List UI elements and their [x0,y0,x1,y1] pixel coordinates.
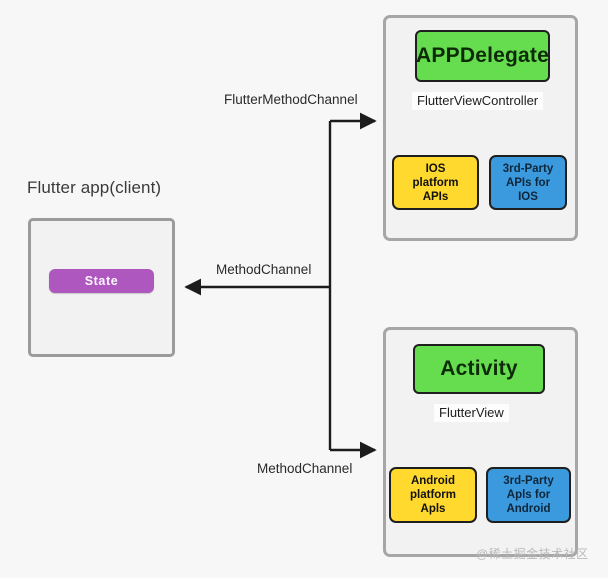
android-platform-apis-line-2: platform [410,489,456,501]
ios-third-party-line-3: IOS [518,190,538,203]
label-method-channel-top: MethodChannel [216,262,312,277]
ios-third-party-line-1: 3rd-Party [502,162,554,175]
android-middle-label: FlutterView [434,404,509,422]
android-entry-box: Activity [413,344,545,394]
watermark: @稀土掘金技术社区 [476,547,589,561]
android-platform-apis-line-1: Android [410,475,456,487]
ios-third-party-apis-box: 3rd-Party APIs for IOS [489,155,567,210]
ios-middle-label: FlutterViewController [412,92,544,110]
state-chip: State [49,269,154,293]
ios-platform-apis-line-1: IOS [425,162,446,175]
ios-platform-apis-box: IOS platform APIs [392,155,479,210]
ios-platform-apis-line-3: APIs [422,190,449,203]
android-third-party-apis-box: 3rd-Party Apls for Android [486,467,571,523]
android-platform-apis-box: Android platform Apls [389,467,477,523]
android-third-party-line-3: Android [506,503,551,515]
android-platform-apis-line-3: Apls [420,503,446,515]
android-third-party-line-1: 3rd-Party [503,475,554,487]
label-method-channel-bottom: MethodChannel [257,461,353,476]
android-third-party-line-2: Apls for [506,489,551,501]
ios-platform-apis-line-2: platform [412,176,459,189]
ios-entry-box: APPDelegate [415,30,550,82]
ios-third-party-line-2: APIs for [505,176,551,189]
client-title: Flutter app(client) [27,178,162,197]
label-flutter-method-channel: FlutterMethodChannel [224,92,358,107]
